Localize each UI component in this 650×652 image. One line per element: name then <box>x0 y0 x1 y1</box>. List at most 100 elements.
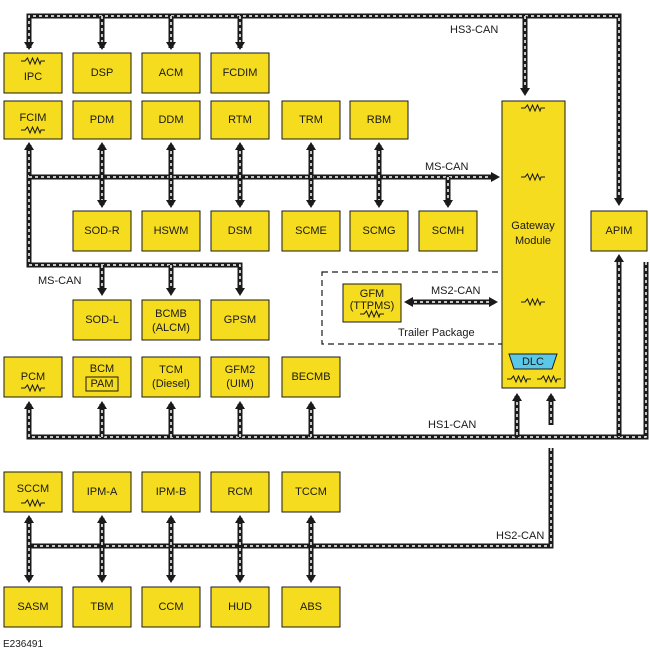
abs-label: ABS <box>300 601 322 613</box>
gfm-box <box>342 283 402 323</box>
rbm-label: RBM <box>367 114 391 126</box>
gateway-resistor-ms2 <box>521 297 545 307</box>
rcm-box <box>210 471 270 513</box>
hs3-arrow-fcdim <box>235 42 245 50</box>
ms-arrow-down-3 <box>306 200 316 208</box>
apim-box <box>590 210 648 252</box>
ms-arrow-bcmb <box>166 288 176 296</box>
rtm-label: RTM <box>228 114 252 126</box>
abs-box <box>281 586 341 628</box>
dlc-label: DLC <box>522 356 544 368</box>
ms-arrow-up-3 <box>306 142 316 150</box>
ms2-arrow-gfm <box>404 297 413 307</box>
terminating-resistors <box>21 56 561 508</box>
ms-arrow-up-2 <box>235 142 245 150</box>
ms-arrow-gpsm <box>235 288 245 296</box>
ms2-arrow-gateway <box>489 297 498 307</box>
hs1-can-bus <box>26 262 649 440</box>
bcm-label: BCM <box>90 363 114 375</box>
gateway-module-box <box>501 100 566 389</box>
pdm-label: PDM <box>90 114 114 126</box>
ms-can-left-label: MS-CAN <box>38 275 81 287</box>
bcmb-label-2: (ALCM) <box>152 322 190 334</box>
fcim-box <box>3 100 63 140</box>
gfm2-label-2: (UIM) <box>226 378 254 390</box>
trm-label: TRM <box>299 114 323 126</box>
fcdim-label: FCDIM <box>223 67 258 79</box>
hs3-can-bus-dash <box>28 15 620 200</box>
gateway-module-label-2: Module <box>515 235 551 247</box>
dlc-connector <box>508 353 558 370</box>
gateway-module-label-1: Gateway <box>511 220 555 232</box>
gfm-label-2: (TTPMS) <box>350 300 395 312</box>
ipc-label: IPC <box>24 71 42 83</box>
hs2-arrow-up-4 <box>306 515 316 523</box>
hs1-arrow-3 <box>306 401 316 409</box>
gateway-resistor-hs2 <box>537 374 561 384</box>
tbm-box <box>72 586 132 628</box>
sasm-box <box>3 586 63 628</box>
hs2-arrow-gateway <box>546 393 556 401</box>
ms-arrow-down-4 <box>374 200 384 208</box>
fcim-label: FCIM <box>20 112 47 124</box>
tcm-label-2: (Diesel) <box>152 378 190 390</box>
becmb-box <box>281 356 341 398</box>
ipm-b-label: IPM-B <box>156 486 187 498</box>
hs1-arrow-1 <box>166 401 176 409</box>
ms-arrow-fcim <box>24 142 34 150</box>
hud-label: HUD <box>228 601 252 613</box>
bcmb-label-1: BCMB <box>155 308 187 320</box>
ms-arrow-down-0 <box>97 200 107 208</box>
dsp-box <box>72 52 132 94</box>
hs3-arrow-apim <box>614 198 624 206</box>
hs2-arrow-up-3 <box>235 515 245 523</box>
ddm-box <box>141 100 201 140</box>
sccm-box <box>3 471 63 513</box>
ccm-box <box>141 586 201 628</box>
sccm-label: SCCM <box>17 483 49 495</box>
hs2-arrow-down-3 <box>235 575 245 583</box>
hs2-can-bus-dash <box>29 448 552 547</box>
ms-arrow-gateway <box>491 172 500 182</box>
rbm-box <box>349 100 409 140</box>
ms-arrow-sodl <box>97 288 107 296</box>
hs2-arrow-down-2 <box>166 575 176 583</box>
sod-l-box <box>72 299 132 341</box>
hs3-arrow-acm <box>166 42 176 50</box>
gateway-resistor-hs1 <box>507 374 531 384</box>
ms-arrow-up-4 <box>374 142 384 150</box>
ms-arrow-down-2 <box>235 200 245 208</box>
rcm-label: RCM <box>227 486 252 498</box>
ms2-can-label: MS2-CAN <box>431 285 481 297</box>
gateway-resistor-ms <box>521 172 545 182</box>
ms-arrow-up-0 <box>97 142 107 150</box>
hs2-arrow-up-2 <box>166 515 176 523</box>
ms-arrow-up-1 <box>166 142 176 150</box>
gfm-label-1: GFM <box>360 288 384 300</box>
hs3-arrow-ipc <box>24 42 34 50</box>
becmb-label: BECMB <box>291 371 330 383</box>
dsm-label: DSM <box>228 225 252 237</box>
pcm-box <box>3 356 63 398</box>
gfm-resistor <box>360 309 384 319</box>
gpsm-box <box>210 299 270 341</box>
scmh-label: SCMH <box>432 225 464 237</box>
sod-l-label: SOD-L <box>85 314 119 326</box>
dsm-box <box>210 210 270 252</box>
scme-label: SCME <box>295 225 327 237</box>
hs1-arrow-gateway <box>512 393 522 401</box>
hs2-arrow-up-0 <box>24 515 34 523</box>
hs3-arrow-gateway <box>520 88 530 96</box>
scmh-box <box>418 210 478 252</box>
ccm-label: CCM <box>158 601 183 613</box>
gpsm-label: GPSM <box>224 314 256 326</box>
pcm-label: PCM <box>21 371 45 383</box>
ms-arrow-down-1 <box>166 200 176 208</box>
hud-box <box>210 586 270 628</box>
gateway-resistor-hs3 <box>521 103 545 113</box>
hswm-box <box>141 210 201 252</box>
hs3-arrow-dsp <box>97 42 107 50</box>
acm-label: ACM <box>159 67 183 79</box>
ms-can-left-bus <box>26 145 243 292</box>
pam-box <box>85 376 119 392</box>
